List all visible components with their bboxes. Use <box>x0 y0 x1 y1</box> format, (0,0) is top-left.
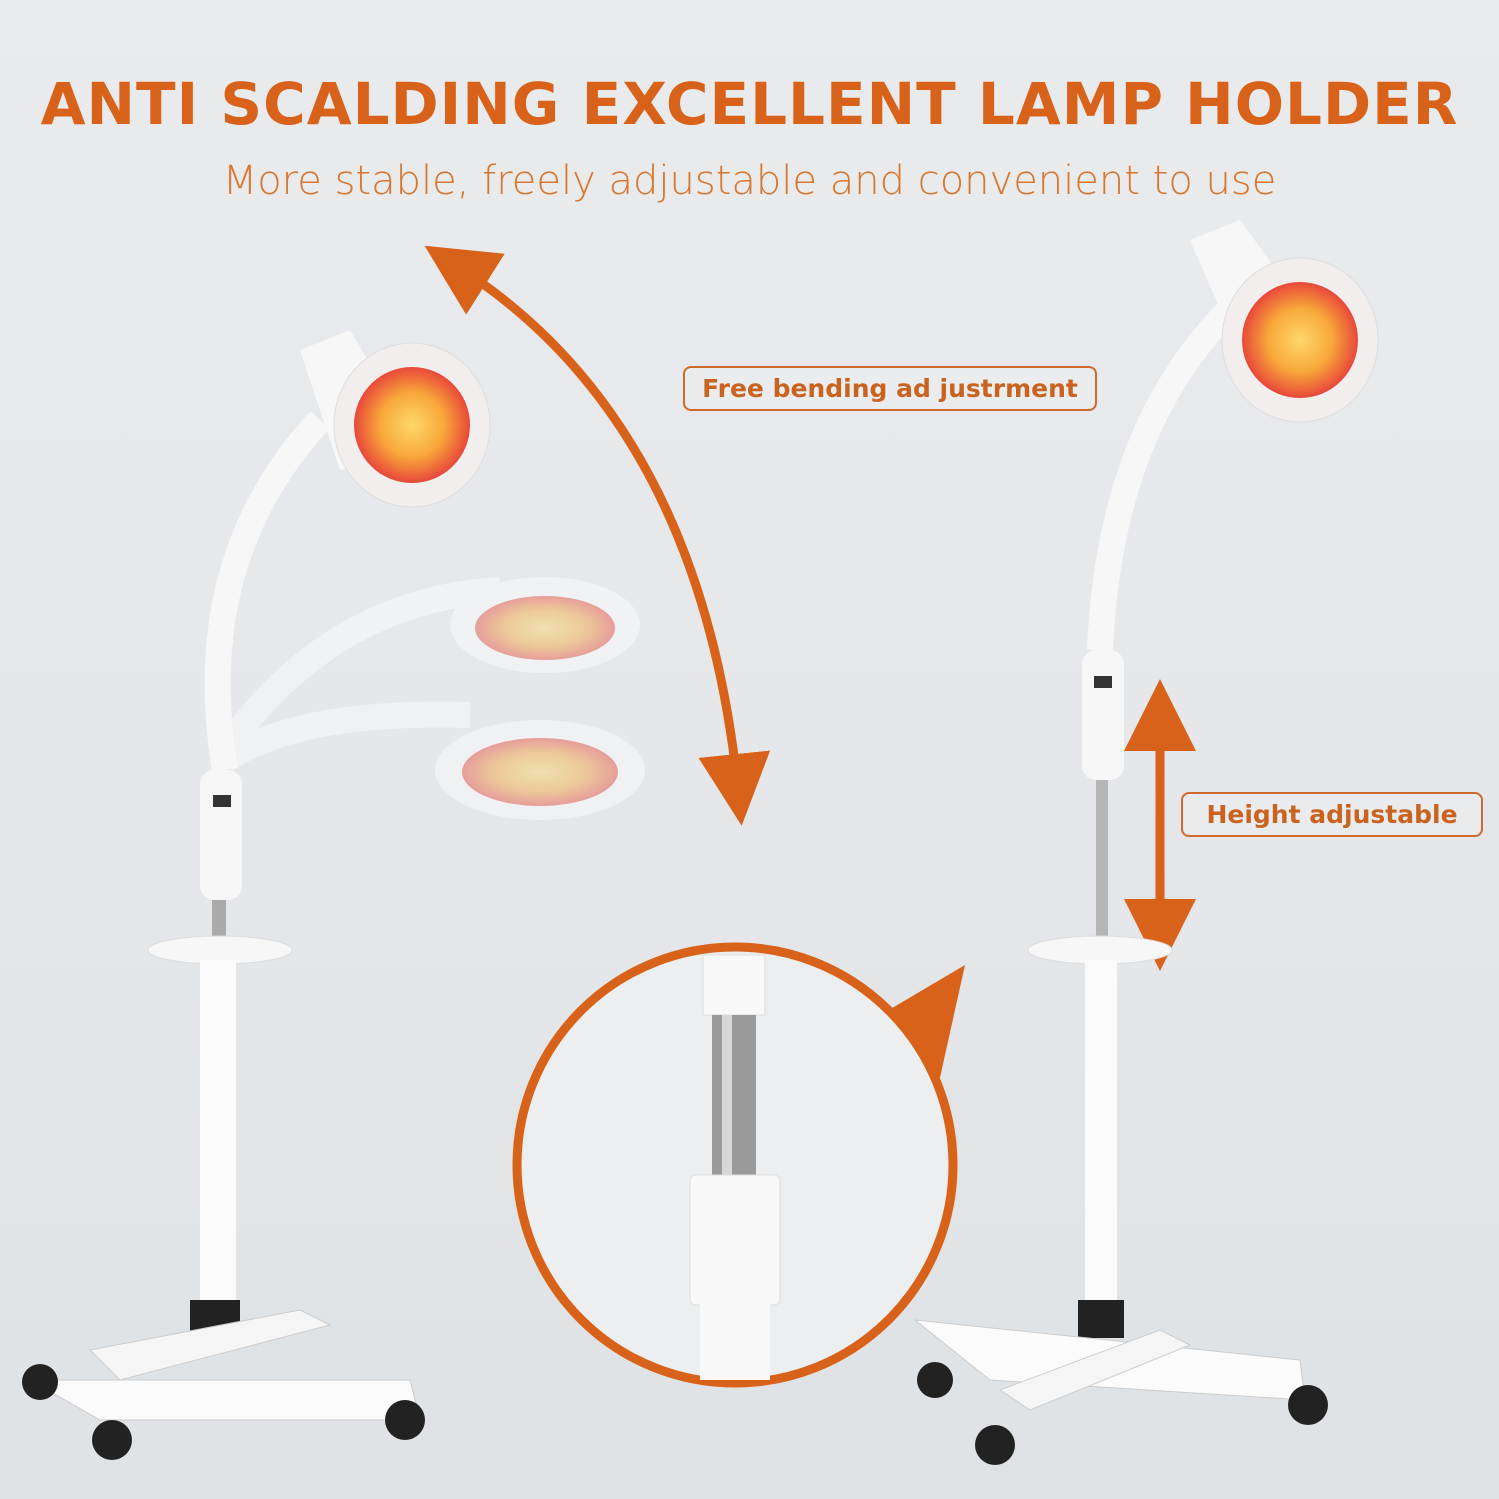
page-subtitle: More stable, freely adjustable and conve… <box>222 158 1277 204</box>
bend-arrow <box>424 245 771 826</box>
detail-magnifier <box>512 942 965 1388</box>
bending-callout: Free bending ad justrment <box>683 366 1097 411</box>
right-lamp <box>913 220 1379 1465</box>
height-callout: Height adjustable <box>1181 792 1483 837</box>
left-lamp <box>22 330 645 1460</box>
page-title: ANTI SCALDING EXCELLENT LAMP HOLDER <box>40 70 1459 138</box>
